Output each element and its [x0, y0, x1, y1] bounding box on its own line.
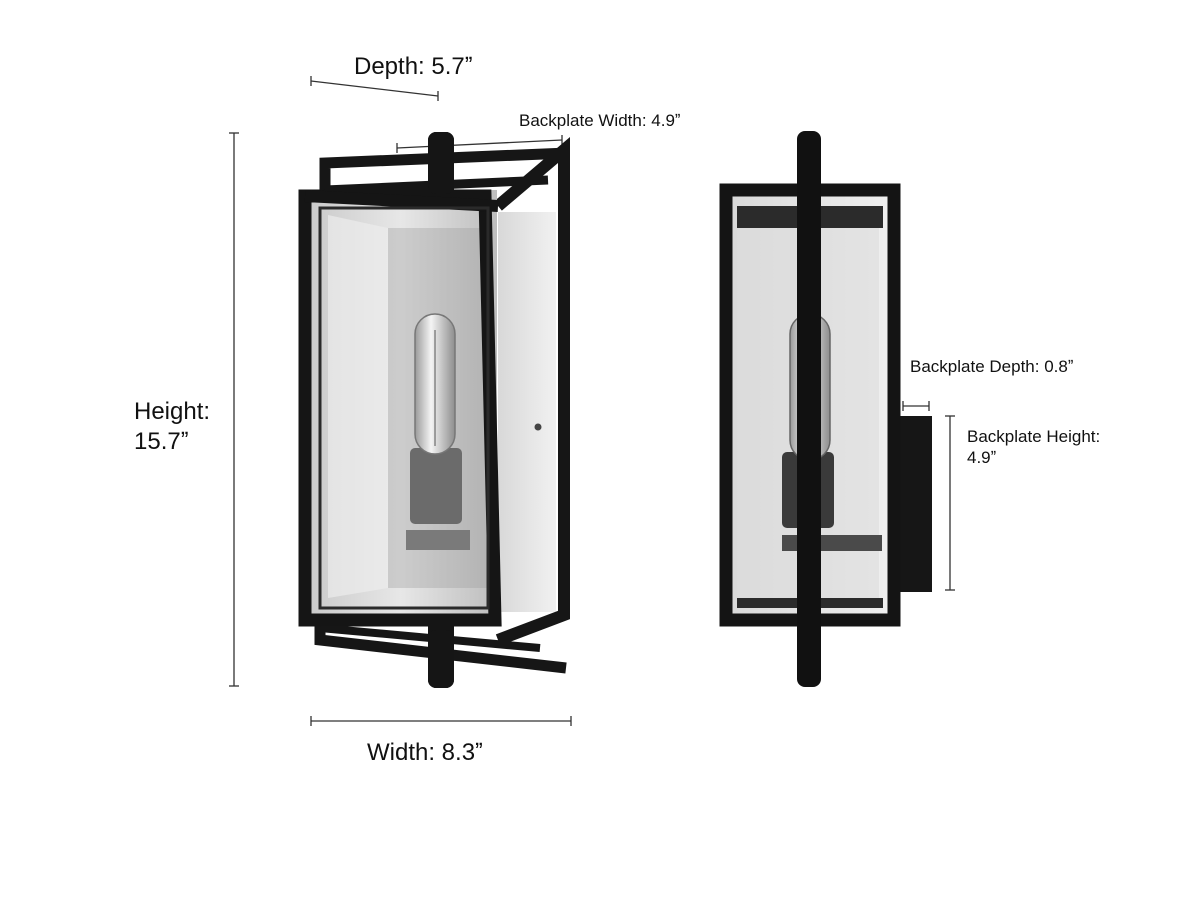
- backplate-width-dimension-line: [396, 135, 563, 153]
- front-frame: [298, 189, 502, 627]
- backplate-depth-dimension-line: [902, 401, 930, 411]
- center-post: [797, 131, 821, 687]
- side-glass-panel: [498, 212, 556, 612]
- backplate-height-dimension-line: [945, 415, 955, 591]
- screw-icon: [534, 423, 542, 431]
- lamp-socket: [410, 448, 462, 524]
- width-dimension-line: [310, 716, 572, 726]
- width-label: Width: 8.3ˮ: [367, 739, 484, 766]
- backplate-height-value-label: 4.9ˮ: [967, 448, 997, 467]
- height-label: Height:: [134, 398, 211, 425]
- depth-label: Depth: 5.7ˮ: [354, 53, 473, 80]
- height-dimension-line: [229, 132, 239, 687]
- socket-bracket: [406, 530, 470, 550]
- lantern-angled-view: [298, 132, 570, 688]
- height-value-label: 15.7ˮ: [134, 428, 189, 455]
- backplate-depth-label: Backplate Depth: 0.8ˮ: [910, 357, 1074, 376]
- lantern-side-view: [719, 131, 932, 687]
- backplate-width-label: Backplate Width: 4.9ˮ: [519, 111, 681, 130]
- depth-dimension-line: [310, 76, 439, 101]
- backplate-height-label: Backplate Height:: [967, 427, 1101, 446]
- backplate: [900, 416, 932, 592]
